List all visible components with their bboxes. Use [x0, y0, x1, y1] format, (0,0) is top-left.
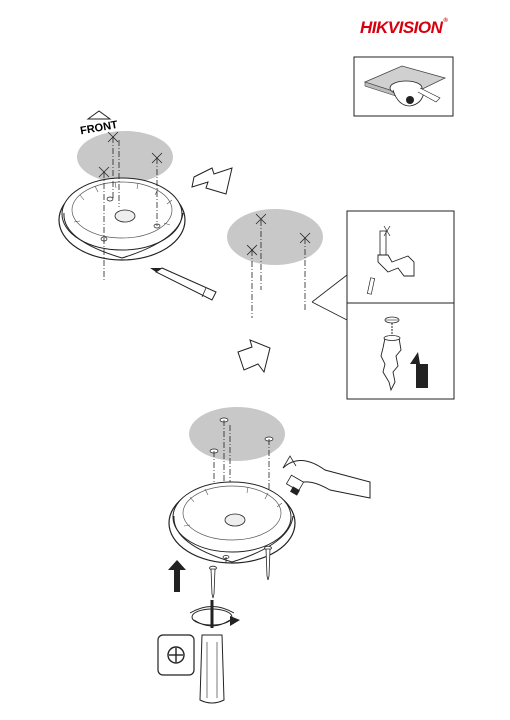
step2-drilled-ceiling — [227, 209, 347, 320]
ceiling-camera-thumbnail — [354, 57, 453, 116]
step-arrow-2 — [238, 340, 270, 372]
step-arrow-1 — [192, 168, 232, 194]
ceiling-area — [77, 131, 173, 183]
up-arrow-icon — [168, 560, 186, 592]
detail-box-anchors — [347, 211, 454, 399]
screwdriver-icon — [190, 600, 240, 703]
step1-drill-template: FRONT — [59, 111, 216, 300]
pencil-icon — [150, 268, 216, 300]
front-arrow-icon — [88, 111, 110, 119]
phillips-head-icon — [158, 635, 194, 675]
step3-mount-installation — [168, 407, 370, 598]
